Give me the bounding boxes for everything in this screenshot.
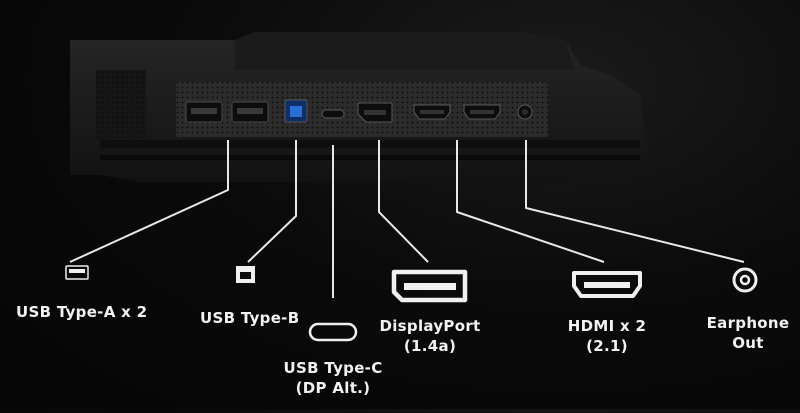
leader-line-usb-a — [69, 140, 229, 263]
usb-type-a-port-1 — [185, 101, 223, 123]
label-usb-type-b: USB Type-B — [200, 308, 299, 328]
usb-type-b-label: USB Type-B — [200, 309, 300, 327]
usb-type-c-icon — [308, 322, 358, 342]
usb-type-a-label: USB Type-A x 2 — [16, 303, 148, 321]
earphone-label-line2: Out — [732, 334, 764, 352]
usb-type-b-icon — [236, 266, 255, 283]
displayport-icon — [391, 269, 468, 303]
leader-line-hdmi — [456, 140, 605, 263]
usb-type-a-port-2 — [231, 101, 269, 123]
leader-line-displayport — [378, 140, 429, 263]
label-earphone: Earphone Out — [700, 313, 796, 353]
displayport-label-line1: DisplayPort — [379, 317, 481, 335]
label-usb-type-c: USB Type-C (DP Alt.) — [273, 358, 393, 398]
hdmi-label-line1: HDMI x 2 — [567, 317, 647, 335]
hdmi-port-1 — [413, 104, 451, 120]
earphone-jack-icon — [732, 267, 758, 293]
usb-type-a-icon — [65, 265, 89, 280]
displayport-port — [357, 102, 393, 123]
leader-line-usb-b — [247, 140, 297, 263]
hdmi-port-2 — [463, 104, 501, 120]
leader-line-earphone — [525, 140, 745, 263]
hdmi-icon — [572, 271, 642, 298]
displayport-label-line2: (1.4a) — [403, 337, 457, 355]
hdmi-label-line2: (2.1) — [586, 337, 628, 355]
earphone-jack-port — [517, 104, 533, 120]
label-displayport: DisplayPort (1.4a) — [370, 316, 490, 356]
usb-type-c-label-line2: (DP Alt.) — [295, 379, 371, 397]
earphone-label-line1: Earphone — [706, 314, 790, 332]
usb-type-c-port — [321, 109, 345, 119]
label-hdmi: HDMI x 2 (2.1) — [557, 316, 657, 356]
usb-type-b-port — [284, 99, 308, 123]
label-usb-type-a: USB Type-A x 2 — [16, 302, 147, 322]
usb-type-c-label-line1: USB Type-C — [283, 359, 383, 377]
